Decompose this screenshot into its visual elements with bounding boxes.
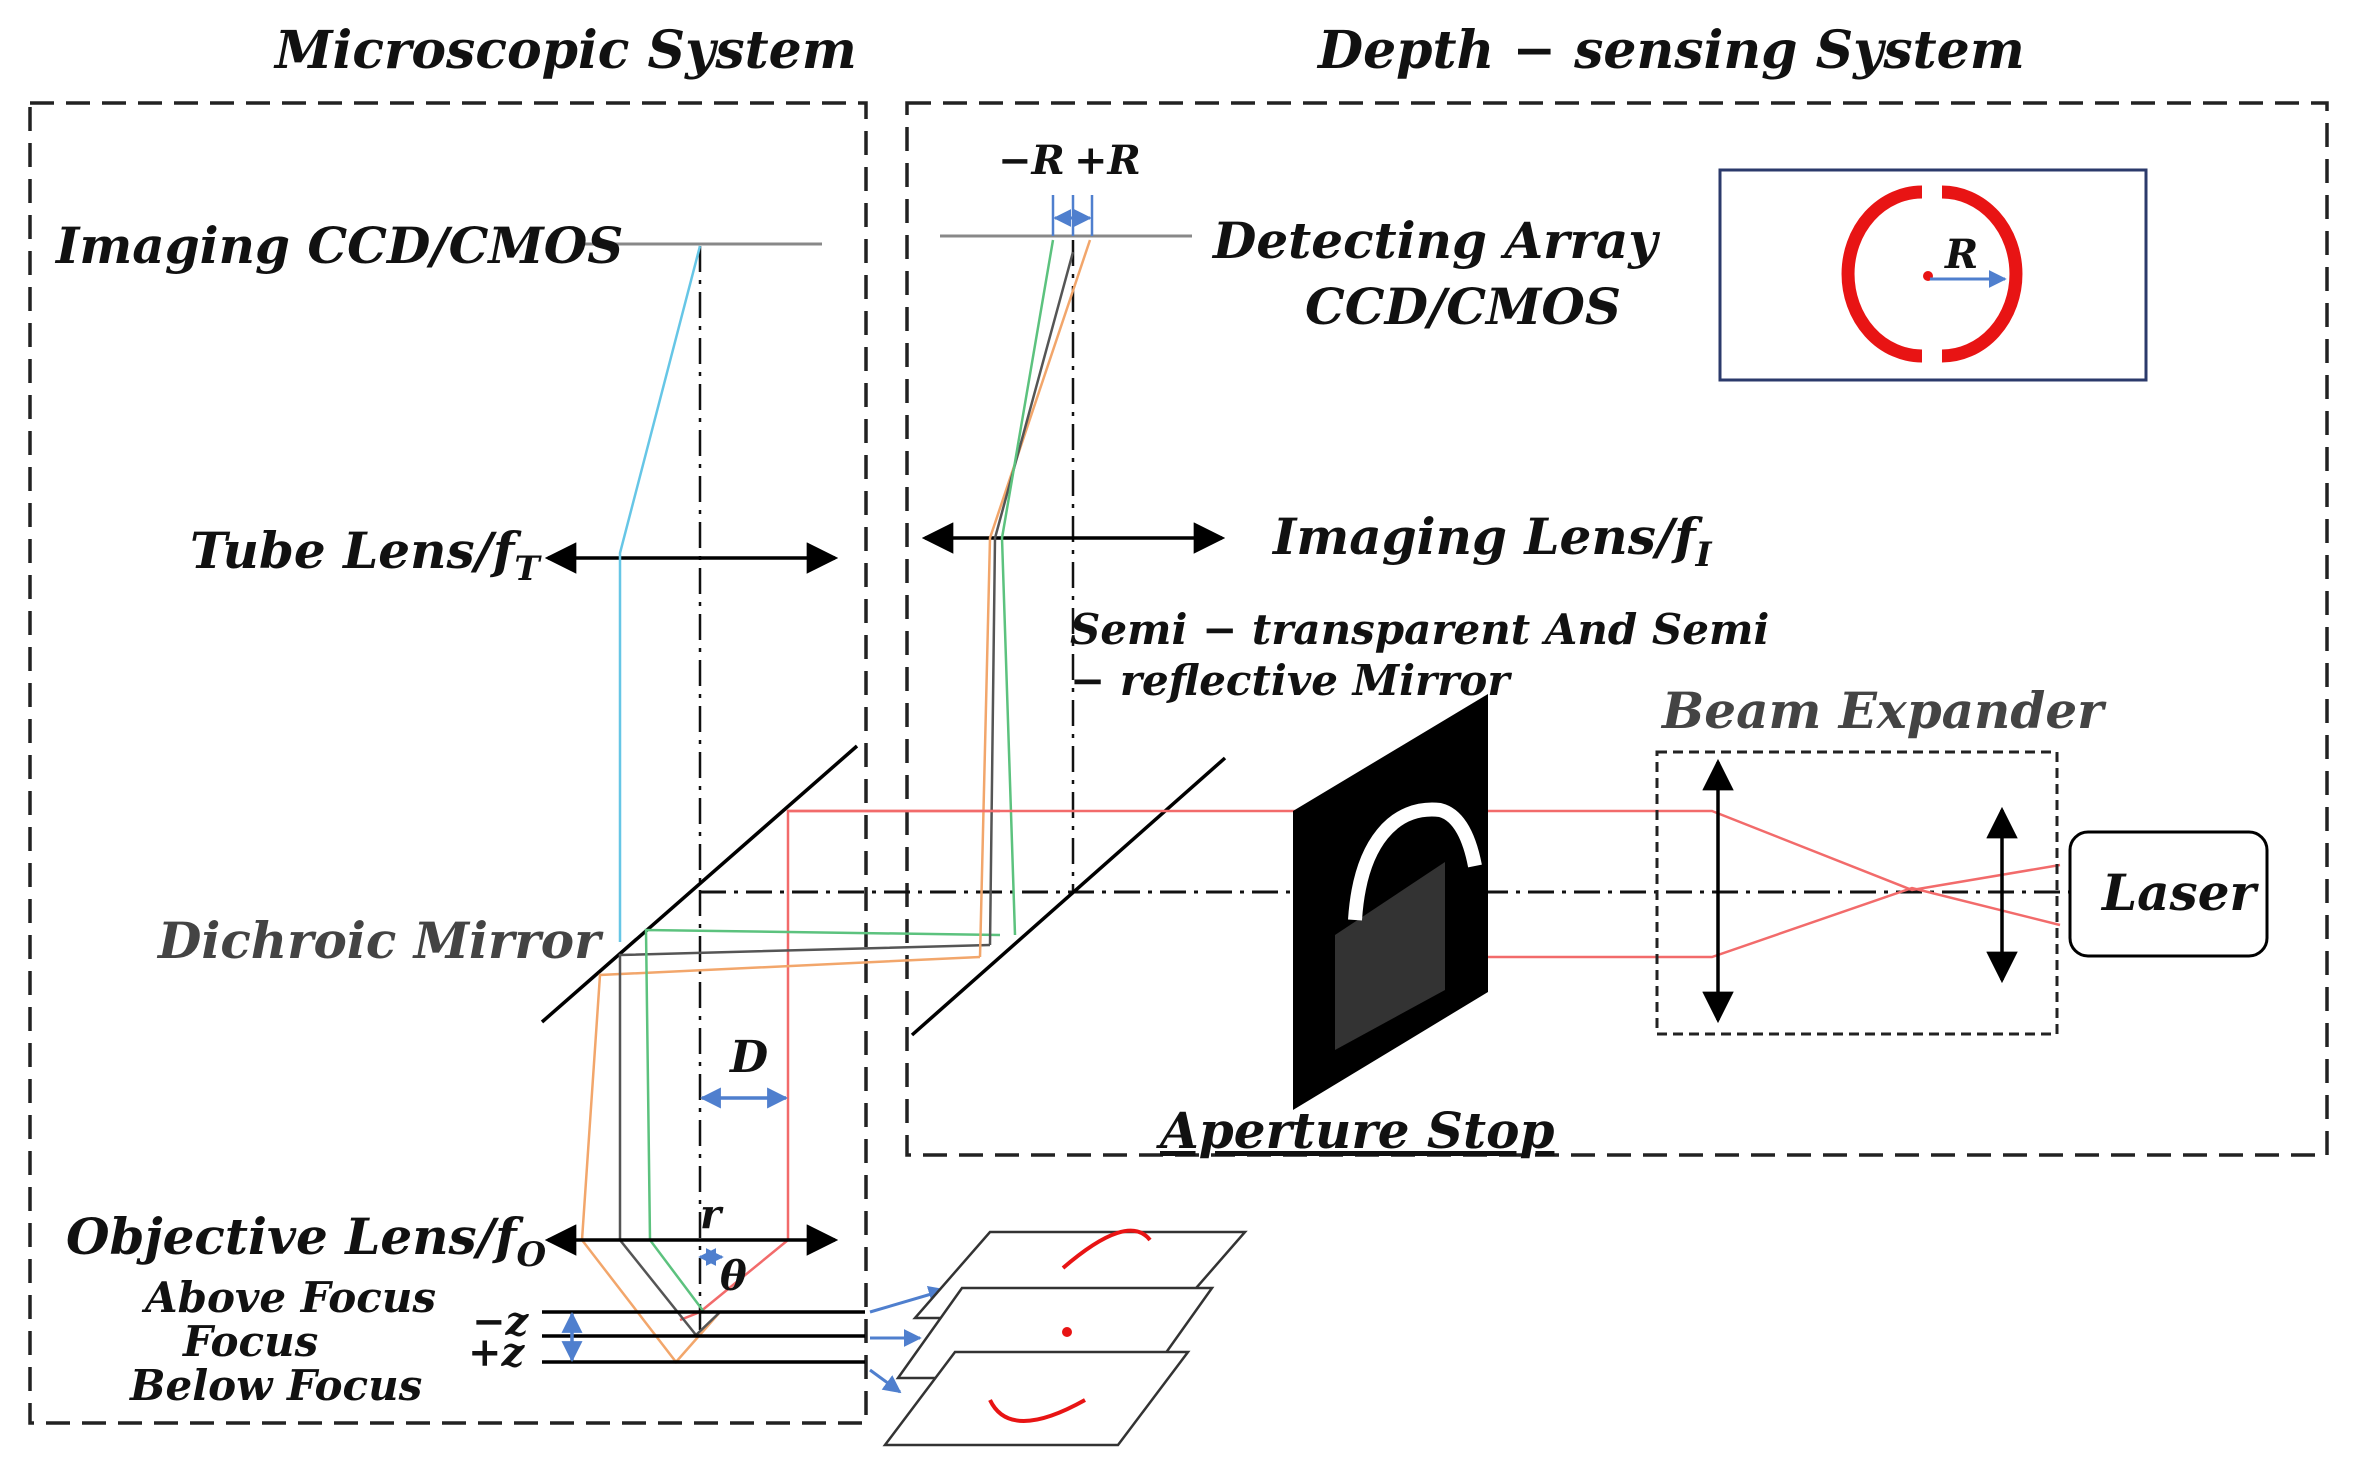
aperture-stop-label: Aperture Stop: [1156, 1101, 1554, 1160]
orange-ray-micro: [580, 955, 981, 1364]
grey-ray-depth: [988, 251, 1075, 946]
semi-mirror-label-2: − reflective Mirror: [1070, 656, 1512, 705]
aperture-blocked-region: [1335, 862, 1445, 1050]
ring-R-label: R: [1944, 231, 1978, 278]
minus-R-label: −R: [998, 137, 1065, 184]
depth-sensing-system-title: Depth − sensing System: [1316, 20, 2025, 81]
above-focus-arc: [1061, 1228, 1152, 1270]
green-ray-micro: [644, 928, 1001, 1313]
detecting-array-label-2: CCD/CMOS: [1305, 277, 1621, 336]
above-focus-label: Above Focus: [141, 1273, 436, 1322]
semi-mirror-label-1: Semi − transparent And Semi: [1070, 605, 1769, 654]
theta-label: θ: [720, 1253, 747, 1300]
plus-z-label: +z: [468, 1329, 526, 1376]
red-laser-down: [679, 809, 1000, 1322]
cyan-ray: [618, 245, 702, 942]
objective-lens-label: Objective Lens/fO: [66, 1207, 546, 1275]
laser-beam-lower: [1402, 886, 2061, 959]
r-label: r: [700, 1191, 724, 1238]
imaging-ccd-label: Imaging CCD/CMOS: [54, 216, 623, 275]
aperture-ring-slit: [1348, 802, 1482, 921]
laser-source: [2068, 830, 2269, 958]
detector-pattern-inset: [1718, 168, 2148, 382]
D-label: D: [728, 1032, 768, 1083]
orange-ray-depth: [978, 239, 1092, 958]
minus-z-label: −z: [472, 1298, 530, 1345]
green-ray-depth: [1000, 239, 1055, 936]
grey-ray-micro: [618, 943, 991, 1337]
beam-expander-label: Beam Expander: [1660, 681, 2107, 740]
detecting-array-label-1: Detecting Array: [1211, 211, 1660, 270]
below-focus-label: Below Focus: [129, 1361, 422, 1410]
below-focus-parallelogram: [882, 1350, 1191, 1447]
focus-point: [1062, 1327, 1072, 1337]
plus-R-label: +R: [1074, 137, 1141, 184]
dichroic-mirror: [540, 744, 859, 1024]
microscopic-system-box: [28, 101, 868, 1425]
dichroic-mirror-label: Dichroic Mirror: [156, 911, 604, 970]
above-plane-pointer: [869, 1285, 947, 1314]
below-plane-pointer: [869, 1368, 902, 1394]
depth-sensing-system-box: [905, 101, 2329, 1157]
laser-beam-upper: [788, 809, 2061, 892]
microscopic-system-title: Microscopic System: [273, 20, 857, 81]
focus-plane-stack: [882, 1228, 1248, 1447]
ring-arc-left: [1841, 185, 1923, 363]
laser-label: Laser: [2100, 863, 2260, 922]
below-focus-arc: [988, 1398, 1086, 1423]
semi-transparent-mirror: [910, 756, 1227, 1037]
ring-arc-right: [1941, 185, 2023, 363]
imaging-lens-label: Imaging Lens/fI: [1271, 507, 1713, 575]
focus-label: Focus: [182, 1317, 318, 1366]
tube-lens-label: Tube Lens/fT: [190, 521, 542, 589]
beam-expander-box: [1655, 750, 2059, 1036]
